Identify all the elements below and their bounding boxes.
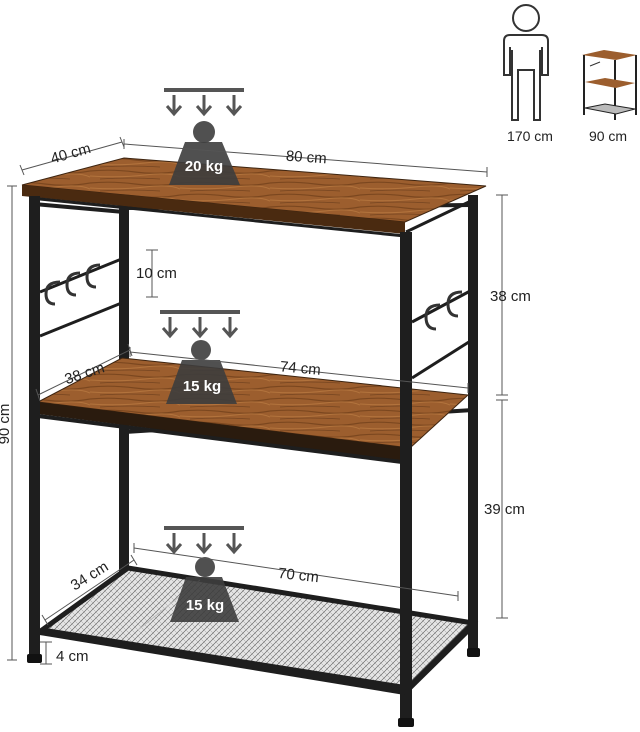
weight-icon: [169, 142, 240, 185]
weight-label-middle: 15 kg: [183, 378, 221, 395]
weight-indicator-middle: 15 kg: [160, 310, 240, 404]
front-legs: [27, 196, 476, 727]
weight-indicator-top: 20 kg: [164, 88, 244, 185]
dim-bottom-width: 70 cm: [277, 565, 319, 586]
hook-icon: [446, 290, 463, 318]
front-left-leg: [29, 196, 40, 658]
front-left-foot: [27, 654, 42, 663]
rack-height-label: 90 cm: [589, 128, 627, 144]
right-hooks: [424, 290, 463, 331]
dim-top-depth: 40 cm: [49, 140, 93, 168]
hook-icon: [424, 303, 441, 331]
down-arrow-icon: [165, 533, 243, 555]
down-arrow-icon: [165, 95, 243, 117]
size-comparison: 170 cm 90 cm: [503, 4, 637, 144]
side-rails: [33, 202, 473, 380]
weight-icon: [170, 577, 239, 622]
back-right-foot: [467, 648, 480, 657]
rack-thumbnail-icon: [582, 50, 637, 120]
weight-indicator-bottom: 15 kg: [164, 526, 244, 622]
left-hooks: [44, 263, 101, 306]
hook-icon: [85, 263, 101, 289]
front-right-foot: [398, 718, 414, 727]
dim-upper-clearance: 38 cm: [490, 288, 531, 305]
middle-wood-shelf: [36, 357, 470, 465]
dim-foot-height: 4 cm: [56, 648, 89, 665]
hook-icon: [65, 271, 81, 297]
dim-top-width: 80 cm: [285, 148, 327, 168]
dim-total-height: 90 cm: [0, 404, 13, 445]
front-right-leg: [400, 232, 412, 722]
weight-label-top: 20 kg: [185, 158, 223, 175]
dim-lower-clearance: 39 cm: [484, 501, 525, 518]
hook-icon: [44, 280, 61, 306]
back-right-leg: [468, 195, 478, 651]
weight-label-bottom: 15 kg: [186, 597, 224, 614]
down-arrow-icon: [161, 317, 239, 339]
top-wood-shelf: [21, 157, 487, 238]
dimension-lines: [7, 136, 508, 665]
weight-icon: [166, 360, 237, 404]
dim-middle-width: 74 cm: [279, 358, 321, 378]
person-height-label: 170 cm: [507, 128, 553, 144]
dim-hook-spacing: 10 cm: [136, 265, 177, 282]
person-icon: [503, 4, 549, 121]
